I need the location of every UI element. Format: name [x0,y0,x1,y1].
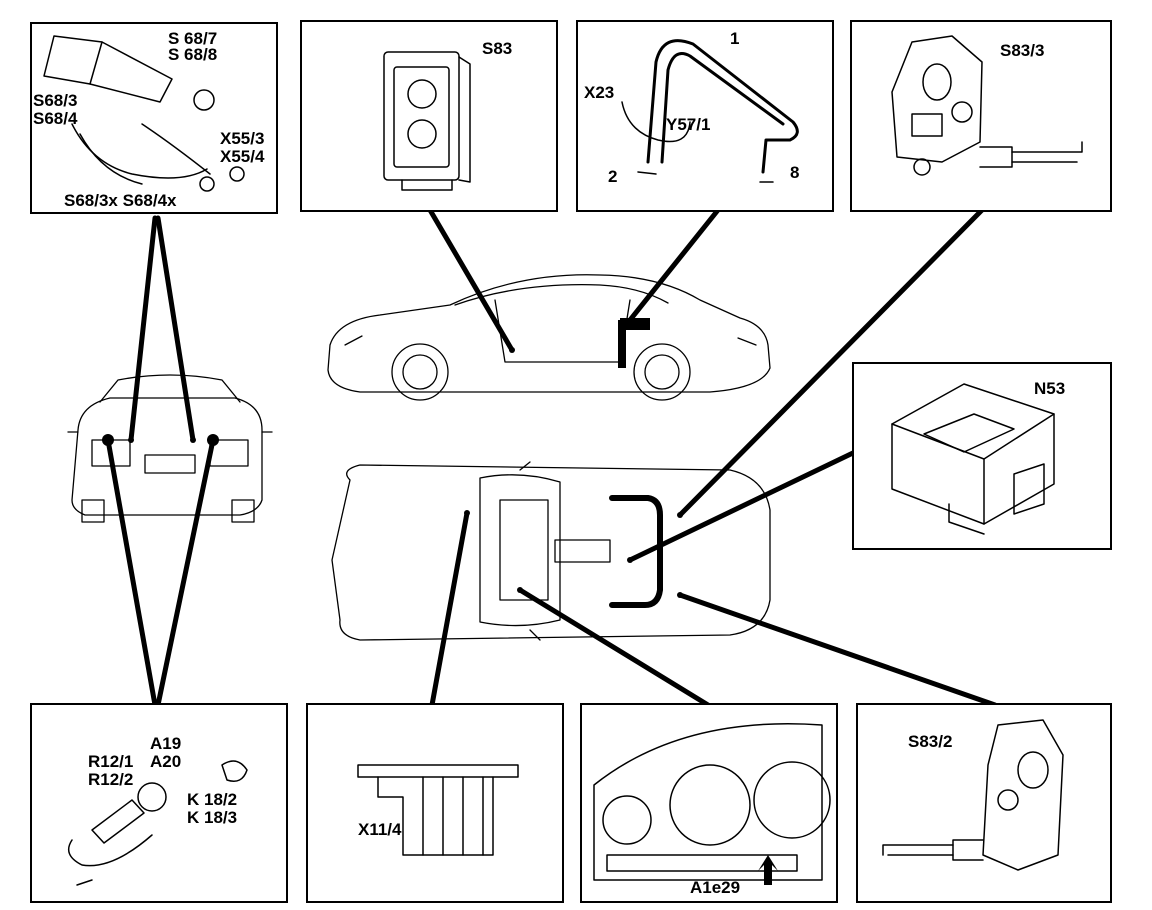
panel-latch-right: S83/3 [850,20,1112,212]
label-a1e29: A1e29 [690,878,741,897]
leader-line [627,207,721,323]
label-k18-2: K 18/2 [187,790,238,809]
module-illustration [891,383,1055,535]
leader-line [128,215,158,443]
label-k18-3: K 18/3 [187,808,238,827]
leader-line [627,449,858,563]
leader-line [427,207,515,353]
label-s83-2: S83/2 [908,732,953,751]
car-rear-view [67,374,273,523]
roll-bar-marker-side [620,318,650,330]
leader-lines [105,207,998,708]
label-s68-3: S68/3 [33,91,78,110]
leader-line [677,592,998,708]
leader-line [517,587,711,708]
latch-left-illustration [882,719,1064,871]
label-s68-7: S 68/7 [168,29,218,48]
label-a19: A19 [150,734,182,753]
label-s83: S83 [482,39,513,58]
lamp-switch-illustration [43,35,245,192]
roll-bar-top-view [609,495,663,608]
panel-lamp-bulb: A19 A20 R12/1 R12/2 K 18/2 K 18/3 [30,703,288,903]
cluster-illustration [593,723,831,885]
label-x55-3: X55/3 [220,129,265,148]
label-y57-1: Y57/1 [666,115,711,134]
label-x55-4: X55/4 [220,147,265,166]
latch-illustration [891,35,1083,176]
label-2: 2 [608,167,618,186]
panel-connector: X11/4 [306,703,564,903]
label-1: 1 [730,29,740,48]
label-n53: N53 [1034,379,1066,398]
label-r12-1: R12/1 [88,752,134,771]
label-8: 8 [790,163,800,182]
panel-instrument-cluster: A1e29 [580,703,838,903]
label-s68-8: S 68/8 [168,45,218,64]
roll-bar-illustration [621,39,799,183]
panel-latch-left: S83/2 [856,703,1112,903]
switch-illustration [383,51,471,191]
panel-rear-lamp-switch: S 68/7 S 68/8 S68/3 S68/4 X55/3 X55/4 S6… [30,22,278,214]
panel-control-module: N53 [852,362,1112,550]
bulb-illustration [67,760,248,886]
connector-illustration [357,764,519,856]
car-top-view [331,461,771,641]
label-r12-2: R12/2 [88,770,134,789]
label-x23: X23 [584,83,615,102]
label-s68-3x-s68-4x: S68/3x S68/4x [64,191,177,210]
leader-line [155,437,216,708]
leader-line [429,510,470,708]
panel-roll-bar: 1 X23 Y57/1 2 8 [576,20,834,212]
car-side-view [327,274,771,401]
panel-window-switch: S83 [300,20,558,212]
leader-line [105,437,158,708]
leader-line [155,215,196,443]
label-a20: A20 [150,752,182,771]
label-x11-4: X11/4 [358,820,402,839]
leader-line [677,207,985,518]
label-s83-3: S83/3 [1000,41,1045,60]
label-s68-4: S68/4 [33,109,78,128]
